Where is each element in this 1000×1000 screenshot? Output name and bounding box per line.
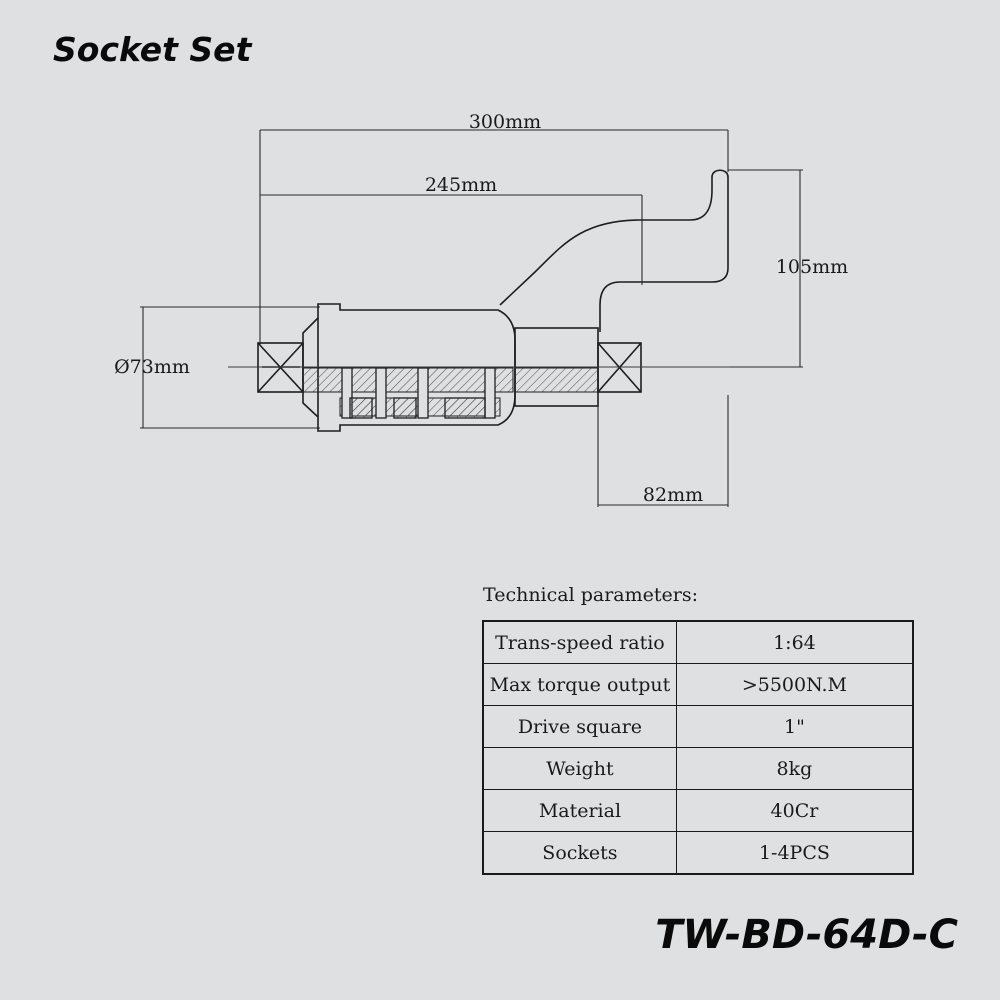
param-name: Material: [482, 789, 677, 832]
dim-300: 300mm: [469, 111, 541, 133]
params-heading: Technical parameters:: [483, 584, 698, 606]
param-name: Weight: [482, 747, 677, 790]
technical-parameters-table: Trans-speed ratio 1:64 Max torque output…: [482, 620, 914, 875]
table-row: Trans-speed ratio 1:64: [482, 620, 914, 664]
param-value: 8kg: [675, 747, 914, 790]
dim-diameter: Ø73mm: [114, 356, 190, 378]
param-value: 1": [675, 705, 914, 748]
param-name: Trans-speed ratio: [482, 620, 677, 664]
dim-105: 105mm: [776, 256, 848, 278]
param-name: Sockets: [482, 831, 677, 875]
dimension-labels: 300mm 245mm 105mm Ø73mm 82mm: [114, 111, 848, 506]
table-row: Sockets 1-4PCS: [482, 831, 914, 875]
param-value: 1-4PCS: [675, 831, 914, 875]
table-row: Drive square 1": [482, 705, 914, 748]
dimension-lines: [140, 129, 803, 507]
param-value: >5500N.M: [675, 663, 914, 706]
table-row: Weight 8kg: [482, 747, 914, 790]
table-row: Material 40Cr: [482, 789, 914, 832]
param-name: Max torque output: [482, 663, 677, 706]
param-value: 1:64: [675, 620, 914, 664]
param-value: 40Cr: [675, 789, 914, 832]
page-title: Socket Set: [53, 30, 252, 69]
table-row: Max torque output >5500N.M: [482, 663, 914, 706]
dim-245: 245mm: [425, 174, 497, 196]
dim-82: 82mm: [643, 484, 703, 506]
model-code: TW-BD-64D-C: [655, 912, 958, 958]
param-name: Drive square: [482, 705, 677, 748]
internal-gears: [341, 367, 496, 419]
